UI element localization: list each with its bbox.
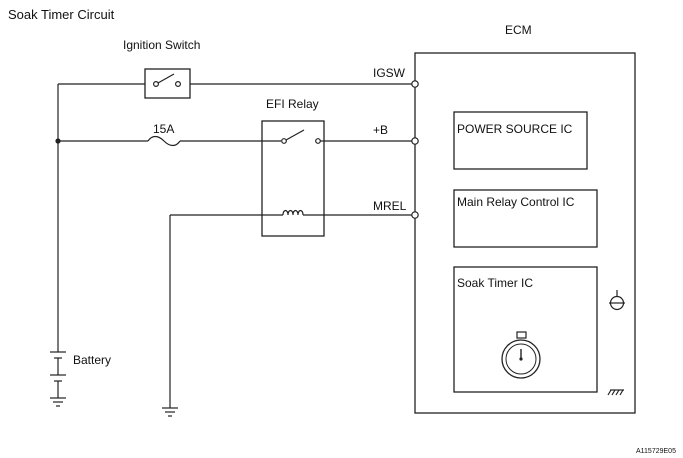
connector-plus-b: [411, 137, 419, 145]
battery-symbol: Battery: [50, 351, 111, 398]
terminal-igsw: IGSW: [373, 66, 406, 80]
ignition-switch-label: Ignition Switch: [123, 38, 200, 52]
ignition-switch: Ignition Switch: [123, 38, 200, 99]
terminal-mrel: MREL: [373, 199, 407, 213]
battery-label: Battery: [73, 353, 111, 367]
terminal-plus-b: +B: [373, 123, 388, 137]
power-source-ic: POWER SOURCE IC: [453, 111, 588, 170]
fuse-15a: 15A: [147, 122, 181, 147]
efi-relay: EFI Relay: [261, 97, 325, 237]
main-relay-control-ic: Main Relay Control IC: [453, 189, 598, 248]
ground-icon: [607, 389, 624, 396]
soak-timer-ic: Soak Timer IC: [453, 266, 598, 393]
ground-icon: [50, 397, 66, 407]
power-source-ic-label: POWER SOURCE IC: [457, 122, 573, 136]
efi-relay-label: EFI Relay: [266, 97, 319, 111]
sensor-symbol: [609, 290, 625, 311]
ecm-label: ECM: [505, 23, 532, 37]
figure-id: A115729E05: [636, 448, 676, 455]
stopwatch-icon: [501, 331, 541, 379]
connector-igsw: [411, 80, 419, 88]
ground-icon: [162, 407, 178, 417]
fuse-label: 15A: [153, 122, 174, 136]
connector-mrel: [411, 211, 419, 219]
main-relay-control-ic-label: Main Relay Control IC: [457, 195, 575, 209]
junction-dot: [55, 138, 61, 144]
soak-timer-ic-label: Soak Timer IC: [457, 276, 533, 290]
diagram-title: Soak Timer Circuit: [8, 7, 115, 22]
